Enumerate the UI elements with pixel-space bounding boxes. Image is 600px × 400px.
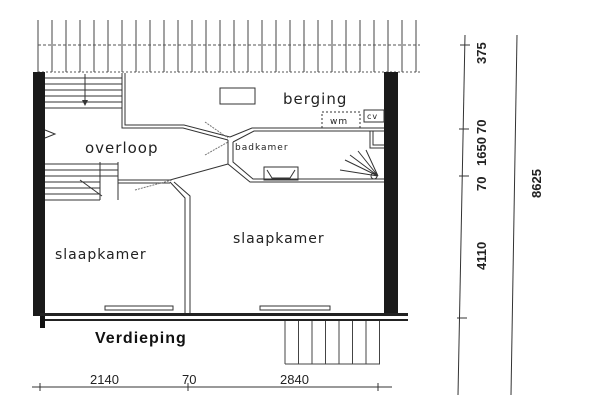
wall-corner [40,316,45,328]
bathroom-sink [263,166,299,181]
wall-overloop-slaapkamer [118,163,229,184]
dimension-h-1: 70 [182,372,196,387]
front-wall-outer [40,313,408,316]
label-cv: cv [367,112,378,121]
stair-arrow-icon [82,100,88,106]
dimension-v-4110: 4110 [474,242,489,270]
dimension-line-total [510,34,518,396]
shower-swing [339,149,379,177]
room-label-slaapkamer-left: slaapkamer [55,247,147,263]
boiler [363,109,385,123]
room-label-badkamer: badkamer [235,143,289,153]
sink-basin [266,169,296,179]
door-swing [134,179,173,191]
wall-overloop-berging [121,73,231,141]
dimension-v-375: 375 [474,42,489,64]
railing-marker [44,129,57,139]
dimension-v-70b: 70 [474,177,489,191]
shower-drain-icon [370,172,378,180]
stair-upper [45,74,122,109]
washing-machine [321,111,361,129]
roof-hatching [37,20,417,72]
label-wm: wm [330,117,348,127]
room-label-slaapkamer-right: slaapkamer [233,231,325,247]
exterior-stair [284,321,380,365]
dimension-v-1650: 1650 [474,137,489,166]
front-wall-inner [40,319,408,321]
right-exterior-wall [384,72,398,316]
window-left [104,305,174,311]
dimension-h-0: 2140 [90,372,119,387]
room-label-berging: berging [283,90,347,108]
stair-lower [45,162,119,201]
dimension-line-vertical [457,34,466,396]
dimension-ticks [39,383,379,391]
dimension-total: 8625 [529,169,544,198]
floor-title: Verdieping [95,330,187,347]
wall-shaft [369,131,384,149]
dimension-v-70a: 70 [474,120,489,134]
wall-between-slaapkamers [169,181,191,313]
left-exterior-wall [33,72,45,316]
wall-badkamer [227,140,384,183]
skylight [219,87,256,105]
room-label-overloop: overloop [85,139,159,157]
wall-berging-badkamer [229,127,384,143]
window-right [259,305,331,311]
door-swing [204,121,229,156]
dimension-ticks-vertical [457,44,470,319]
dimension-h-2: 2840 [280,372,309,387]
